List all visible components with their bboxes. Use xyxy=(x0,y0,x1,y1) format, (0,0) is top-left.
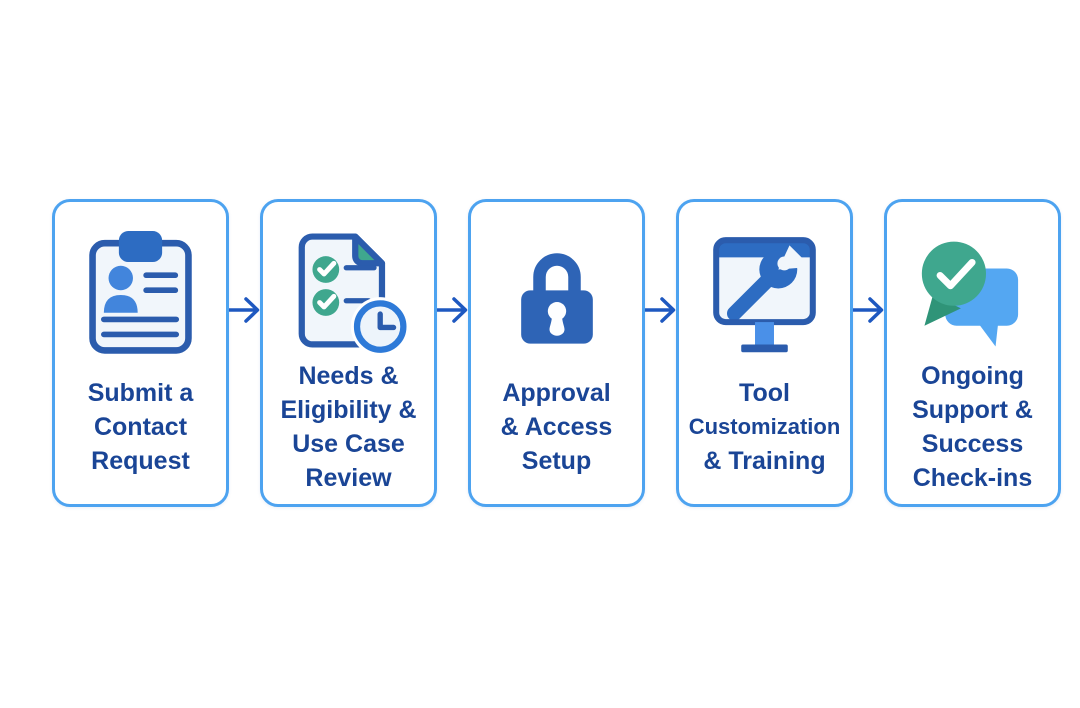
step-label-line: Review xyxy=(305,464,392,492)
step-label-line: & Training xyxy=(703,447,826,475)
step-label-line: Tool xyxy=(739,379,790,407)
step-label-line: Check-ins xyxy=(912,464,1033,492)
step-label-line: Eligibility & xyxy=(280,396,417,424)
chat-check-icon xyxy=(889,230,1056,358)
step-label: Ongoing Support & Success Check-ins xyxy=(889,358,1056,496)
step-label-line: Needs & xyxy=(298,362,399,390)
arrow-right-icon xyxy=(853,295,884,325)
step-label-line: Request xyxy=(91,447,190,475)
step-label: Needs & Eligibility & Use Case Review xyxy=(265,358,432,496)
step-card-needs-eligibility-review: Needs & Eligibility & Use Case Review xyxy=(260,199,437,507)
step-label-line: Ongoing xyxy=(921,362,1024,390)
step-label-line: Customization xyxy=(688,414,841,439)
step-card-approval-access-setup: Approval & Access Setup xyxy=(468,199,645,507)
step-label-line: Support & xyxy=(912,396,1033,424)
step-label-line: Setup xyxy=(521,447,592,475)
arrow-right-icon xyxy=(437,295,468,325)
arrow-right-icon xyxy=(645,295,676,325)
step-label-line: Contact xyxy=(93,413,188,441)
step-label-line: Success xyxy=(921,430,1024,458)
lock-icon xyxy=(473,230,640,358)
process-flow: Submit a Contact Request xyxy=(52,199,1061,507)
checklist-clock-icon xyxy=(265,230,432,358)
step-label-line: & Access xyxy=(500,413,613,441)
step-card-submit-contact-request: Submit a Contact Request xyxy=(52,199,229,507)
step-card-ongoing-support-checkins: Ongoing Support & Success Check-ins xyxy=(884,199,1061,507)
step-label: Tool Customization & Training xyxy=(681,358,848,496)
arrow-right-icon xyxy=(229,295,260,325)
contact-form-icon xyxy=(57,230,224,358)
step-card-tool-customization-training: Tool Customization & Training xyxy=(676,199,853,507)
monitor-wrench-icon xyxy=(681,230,848,358)
step-label-line: Approval xyxy=(502,379,611,407)
step-label-line: Use Case xyxy=(292,430,405,458)
step-label: Submit a Contact Request xyxy=(57,358,224,496)
step-label: Approval & Access Setup xyxy=(473,358,640,496)
step-label-line: Submit a xyxy=(87,379,194,407)
